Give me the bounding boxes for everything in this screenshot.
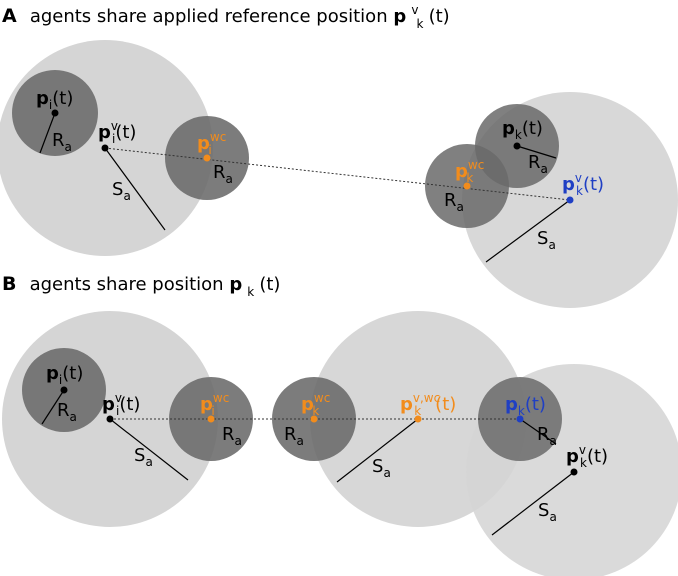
point-p-k bbox=[513, 142, 521, 150]
radius-s-i bbox=[104, 147, 166, 231]
label-r-a: Ra bbox=[57, 400, 77, 424]
point-p-k-wc bbox=[463, 182, 471, 190]
panel-b: B agents share position p k (t) bbox=[2, 273, 678, 576]
radius-s-i bbox=[109, 418, 189, 481]
radius-r-i bbox=[39, 112, 56, 154]
point-p-i bbox=[51, 109, 59, 117]
radius-s-k-wc bbox=[336, 418, 419, 483]
point-p-i-v bbox=[106, 415, 114, 423]
radius-s-k bbox=[485, 199, 571, 263]
reference-line bbox=[104, 147, 571, 201]
point-p-k-wc bbox=[310, 415, 318, 423]
label-s-a: Sa bbox=[372, 456, 391, 480]
point-p-i-v bbox=[101, 144, 109, 152]
label-p-k-t: pk(t) bbox=[502, 118, 543, 142]
label-r-a: Ra bbox=[213, 162, 233, 186]
point-p-i bbox=[60, 386, 68, 394]
radius-r-k bbox=[516, 145, 557, 159]
point-p-k-v bbox=[566, 196, 574, 204]
label-p-i-t: pi(t) bbox=[46, 363, 83, 387]
panel-a-title-text: agents share applied reference position bbox=[30, 6, 394, 27]
point-p-i-wc bbox=[203, 154, 211, 162]
label-r-a: Ra bbox=[528, 152, 548, 176]
label-r-a: Ra bbox=[52, 130, 72, 154]
panel-b-title-text: agents share position bbox=[30, 274, 230, 295]
radius-r-k bbox=[519, 418, 557, 445]
point-p-k bbox=[516, 415, 524, 423]
panel-a-letter: A bbox=[2, 5, 17, 27]
label-s-a: Sa bbox=[537, 228, 556, 252]
radius-s-k bbox=[491, 471, 575, 536]
label-r-a: Ra bbox=[444, 190, 464, 214]
panel-b-title: B agents share position p k (t) bbox=[2, 273, 280, 300]
label-r-a: Ra bbox=[537, 424, 557, 448]
label-r-a: Ra bbox=[222, 424, 242, 448]
panel-a-title: A agents share applied reference positio… bbox=[2, 0, 450, 32]
label-r-a: Ra bbox=[284, 424, 304, 448]
point-p-k-v bbox=[570, 468, 578, 476]
point-p-k-vwc bbox=[414, 415, 422, 423]
label-p-k-t: pk(t) bbox=[505, 394, 546, 418]
panel-a: A agents share applied reference positio… bbox=[0, 0, 678, 308]
label-s-a: Sa bbox=[538, 500, 557, 524]
panel-b-letter: B bbox=[2, 273, 16, 295]
radius-r-i bbox=[41, 389, 65, 425]
label-p-i-t: pi(t) bbox=[36, 88, 73, 112]
label-s-a: Sa bbox=[134, 445, 153, 469]
point-p-i-wc bbox=[207, 415, 215, 423]
label-s-a: Sa bbox=[112, 179, 131, 203]
